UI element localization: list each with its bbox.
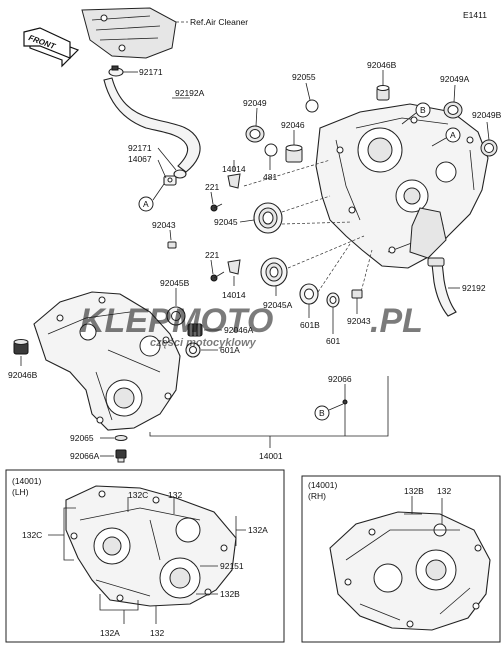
inset-lh-label-132A-bottom: 132A xyxy=(100,628,120,638)
label-92192: 92192 xyxy=(462,283,486,293)
bearing-601A xyxy=(185,342,201,358)
label-92066: 92066 xyxy=(328,374,352,384)
label-601: 601 xyxy=(326,336,340,346)
ref-a-left-label: A xyxy=(143,199,149,209)
diagram-id: E1411 xyxy=(463,10,487,20)
ref-b-bottom-circle xyxy=(314,405,330,421)
inset-rh-label-132B: 132B xyxy=(404,486,424,496)
inset-lh-label-132-top: 132 xyxy=(168,490,182,500)
label-14014-top: 14014 xyxy=(222,164,246,174)
ref-b-bottom-label: B xyxy=(319,408,325,418)
bearing-92045 xyxy=(253,202,283,234)
oil-seal-92049B xyxy=(480,139,498,157)
watermark-brand-mid: MOTO xyxy=(172,302,273,340)
label-92045A: 92045A xyxy=(263,300,293,310)
label-601A: 601A xyxy=(220,345,240,355)
air-cleaner-housing xyxy=(81,7,177,59)
inset-lh-frame xyxy=(5,469,285,643)
washer-92065 xyxy=(114,435,128,441)
inset-lh-label-132-bottom: 132 xyxy=(150,628,164,638)
bush-92046B-left xyxy=(13,339,29,355)
label-92045: 92045 xyxy=(214,217,238,227)
hose-clamp-mid xyxy=(173,169,187,179)
ref-a-right-label: A xyxy=(450,130,456,140)
label-601B: 601B xyxy=(300,320,320,330)
oil-seal-92049 xyxy=(245,125,265,143)
ref-b-top-circle xyxy=(415,102,431,118)
hose-fitting-14067 xyxy=(163,175,177,186)
dowel-92043-left xyxy=(167,241,177,249)
label-92049A: 92049A xyxy=(440,74,470,84)
watermark-tagline: części motocyklowy xyxy=(150,337,257,349)
inset-lh-code: (14001) xyxy=(12,476,41,486)
label-92043-right: 92043 xyxy=(347,316,371,326)
watermark-brand-right: .PL xyxy=(370,302,423,340)
oil-seal-92049A xyxy=(443,101,463,119)
inset-lh-label-132C-left: 132C xyxy=(22,530,42,540)
bearing-92045B xyxy=(166,306,186,326)
label-92192A: 92192A xyxy=(175,88,205,98)
dowel-92043-right xyxy=(351,289,363,299)
inset-rh-side: (RH) xyxy=(308,491,326,501)
right-crankcase xyxy=(315,103,489,269)
label-481: 481 xyxy=(263,172,277,182)
plate-14014-top xyxy=(227,173,241,189)
front-direction-arrow: FRONT xyxy=(23,27,80,68)
left-crankcase xyxy=(33,291,181,431)
bush-92046 xyxy=(285,144,303,163)
inset-lh-label-132C-top: 132C xyxy=(128,490,148,500)
inset-lh-label-92151: 92151 xyxy=(220,561,244,571)
ref-air-cleaner-note: Ref.Air Cleaner xyxy=(190,17,248,27)
breather-hose-92192 xyxy=(431,261,457,317)
ref-b-top-label: B xyxy=(420,105,426,115)
inset-lh-side: (LH) xyxy=(12,487,29,497)
label-14014-bottom: 14014 xyxy=(222,290,246,300)
screw-221-top xyxy=(210,203,223,212)
plate-14014-bottom xyxy=(227,259,241,275)
label-92171-top: 92171 xyxy=(139,67,163,77)
inset-rh-crankcase xyxy=(329,511,491,631)
bush-92046B-top xyxy=(376,85,390,101)
label-92045B: 92045B xyxy=(160,278,190,288)
inset-lh-label-132B: 132B xyxy=(220,589,240,599)
screw-221-bottom xyxy=(210,271,225,282)
inset-lh-crankcase xyxy=(65,485,237,607)
inset-rh-code: (14001) xyxy=(308,480,337,490)
o-ring-92055 xyxy=(305,99,319,113)
label-92049: 92049 xyxy=(243,98,267,108)
bearing-601 xyxy=(326,292,340,308)
label-14067: 14067 xyxy=(128,154,152,164)
watermark-brand-left: KLEP xyxy=(80,302,171,340)
label-92043-left: 92043 xyxy=(152,220,176,230)
needle-bearing-92046A xyxy=(187,323,203,337)
plug-92066A xyxy=(115,449,127,463)
label-92171-mid: 92171 xyxy=(128,143,152,153)
label-92066A: 92066A xyxy=(70,451,100,461)
circlip-481 xyxy=(264,143,278,157)
label-92046A: 92046A xyxy=(224,325,254,335)
watermark: KLEP MOTO .PL części motocyklowy xyxy=(80,302,423,349)
label-92046B-top: 92046B xyxy=(367,60,397,70)
label-92055: 92055 xyxy=(292,72,316,82)
label-221-bottom: 221 xyxy=(205,250,219,260)
bearing-92045A xyxy=(260,257,288,287)
bearing-601B xyxy=(299,283,319,305)
breather-hose xyxy=(103,77,201,173)
label-92049B: 92049B xyxy=(472,110,502,120)
label-92046B-left: 92046B xyxy=(8,370,38,380)
label-221-top: 221 xyxy=(205,182,219,192)
inset-rh-frame xyxy=(301,475,501,643)
ref-a-left-circle xyxy=(138,196,154,212)
inset-lh-label-132A-right: 132A xyxy=(248,525,268,535)
label-14001: 14001 xyxy=(259,451,283,461)
label-92065: 92065 xyxy=(70,433,94,443)
ref-a-right-circle xyxy=(445,127,461,143)
inset-rh-label-132: 132 xyxy=(437,486,451,496)
hose-clamp-top xyxy=(108,65,124,77)
label-92046: 92046 xyxy=(281,120,305,130)
